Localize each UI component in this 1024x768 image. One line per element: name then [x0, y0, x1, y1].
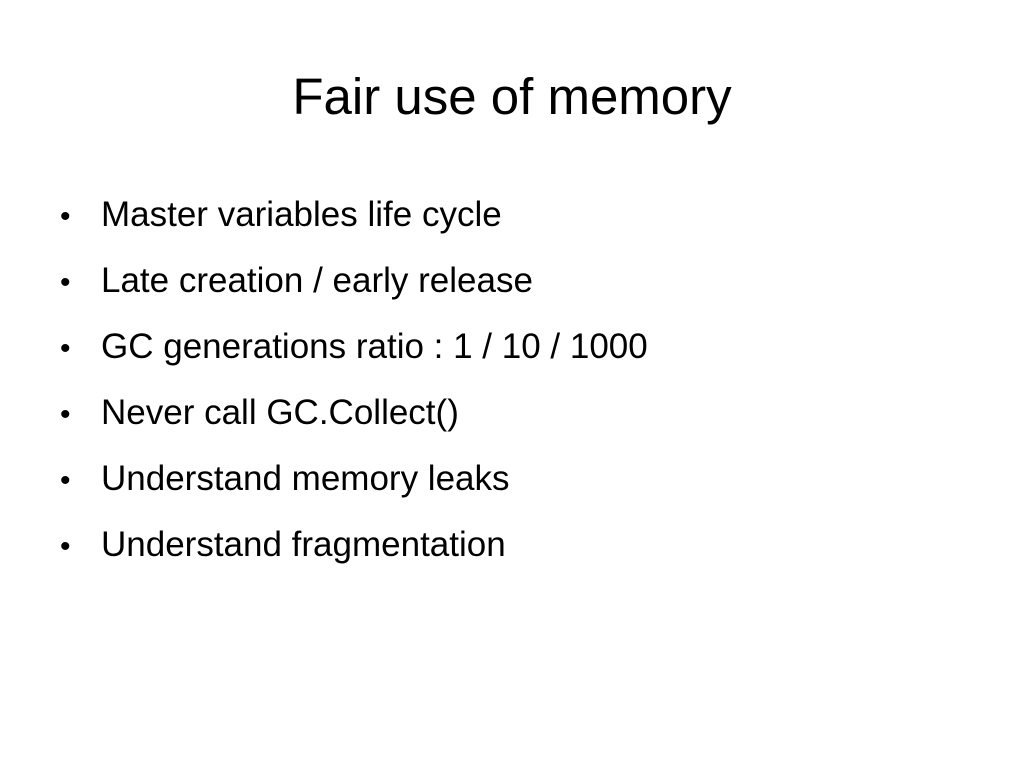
bullet-text: Late creation / early release: [101, 261, 533, 300]
bullet-item: • GC generations ratio : 1 / 10 / 1000: [60, 314, 648, 380]
slide-title: Fair use of memory: [292, 68, 732, 125]
bullet-list: • Master variables life cycle • Late cre…: [60, 182, 648, 578]
bullet-item: • Understand memory leaks: [60, 446, 648, 512]
bullet-item: • Never call GC.Collect(): [60, 380, 648, 446]
bullet-text: Never call GC.Collect(): [101, 393, 459, 432]
bullet-item: • Late creation / early release: [60, 248, 648, 314]
bullet-item: • Master variables life cycle: [60, 182, 648, 248]
bullet-item: • Understand fragmentation: [60, 512, 648, 578]
bullet-marker: •: [60, 530, 71, 563]
bullet-text: Understand fragmentation: [101, 525, 506, 564]
bullet-marker: •: [60, 398, 71, 431]
bullet-marker: •: [60, 464, 71, 497]
bullet-marker: •: [60, 200, 71, 233]
bullet-marker: •: [60, 266, 71, 299]
bullet-marker: •: [60, 332, 71, 365]
bullet-text: GC generations ratio : 1 / 10 / 1000: [101, 327, 648, 366]
bullet-text: Understand memory leaks: [101, 459, 510, 498]
bullet-text: Master variables life cycle: [101, 195, 502, 234]
